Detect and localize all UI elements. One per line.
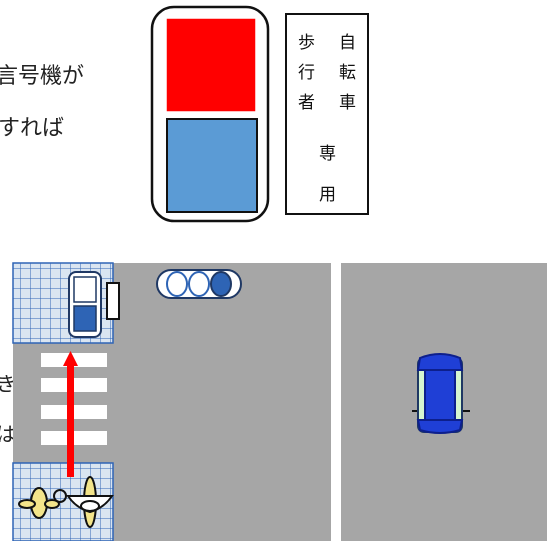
side-text-line2: は (0, 422, 16, 446)
pedestrian-signal-icon (150, 5, 270, 223)
top-text-line1: 言号機が (0, 64, 85, 89)
intersection-diagram (12, 262, 547, 541)
top-text-line2: すれば (0, 116, 65, 141)
road (113, 263, 547, 541)
small-pedestrian-signal-icon (68, 271, 120, 338)
traffic-light-icon (156, 269, 242, 299)
sign-char: 自 (339, 33, 356, 53)
crossing-arrow (63, 351, 78, 477)
lane-divider (331, 263, 341, 541)
car-icon (412, 353, 470, 434)
sign-char: 用 (319, 185, 336, 205)
bicycle-icon (18, 487, 67, 519)
sign-char: 転 (339, 63, 356, 83)
sign-char: 車 (339, 93, 356, 113)
sign-char: 行 (298, 63, 315, 83)
sign-char: 専 (319, 144, 336, 164)
side-text-line1: き (0, 372, 16, 396)
bicycle-pedestrian-only-sign: 歩 行 者 自 転 車 専 用 (285, 13, 369, 215)
sign-char: 者 (298, 93, 315, 113)
sign-char: 歩 (298, 33, 315, 53)
bicycle-icon (66, 476, 114, 528)
